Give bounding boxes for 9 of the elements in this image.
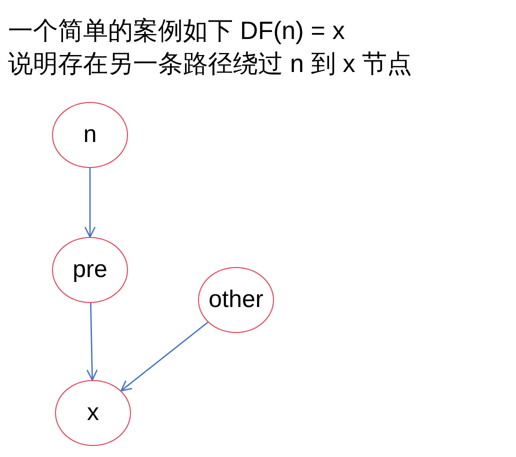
node-label: pre: [72, 256, 108, 284]
node-label: n: [83, 121, 97, 149]
node-label: other: [208, 286, 264, 314]
title: 一个简单的案例如下 DF(n) = x: [8, 16, 345, 46]
arrow: [120, 322, 208, 392]
subtitle: 说明存在另一条路径绕过 n 到 x 节点: [8, 49, 412, 79]
arrow: [84, 168, 96, 238]
arrow: [86, 302, 98, 381]
node-label: x: [87, 399, 99, 427]
